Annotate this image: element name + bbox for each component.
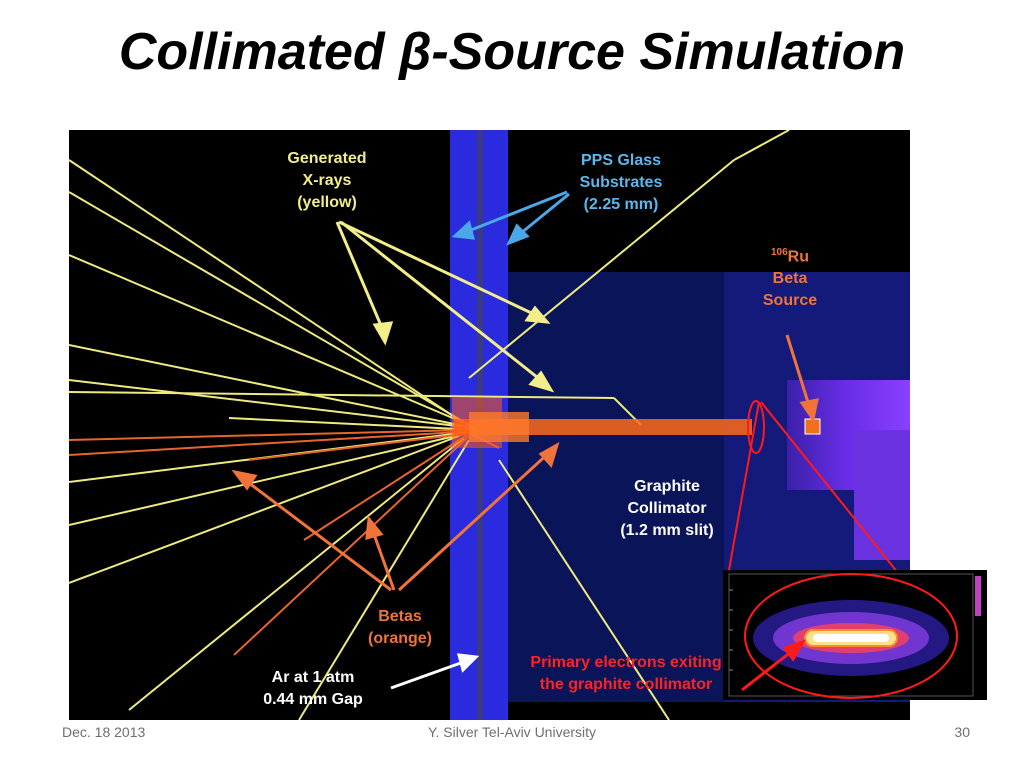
- pps-arrowhead: [506, 223, 530, 246]
- pps-glass-label: PPS Glass Substrates (2.25 mm): [579, 152, 663, 213]
- footer-date: Dec. 18 2013: [62, 724, 146, 740]
- xray-arrowhead: [372, 321, 394, 346]
- primary-electrons-label: Primary electrons exiting the graphite c…: [530, 654, 722, 693]
- ar-arrowhead: [456, 653, 480, 673]
- xray-track: [733, 130, 790, 161]
- source-arrowhead: [799, 398, 819, 423]
- xray-track: [69, 191, 465, 423]
- xray-track: [69, 433, 465, 526]
- xray-track: [69, 391, 615, 399]
- beta-track: [303, 434, 468, 541]
- zoom-annotation: [728, 400, 910, 589]
- beta-arrowhead: [231, 469, 258, 491]
- footer-page-number: 30: [954, 724, 970, 740]
- xray-arrowhead: [528, 370, 555, 393]
- xray-track: [69, 435, 460, 584]
- simulation-drawing: [69, 130, 910, 720]
- xray-arrow: [335, 221, 387, 336]
- inset-colorbar: [975, 576, 981, 616]
- beam-scatter-core: [469, 412, 529, 442]
- xray-track: [228, 417, 480, 431]
- xrays-label: Generated X-rays (yellow): [287, 150, 367, 211]
- beta-track: [69, 429, 465, 441]
- beta-tracks: [69, 429, 500, 656]
- xray-track: [69, 379, 475, 429]
- xray-arrowhead: [524, 305, 551, 324]
- xray-track: [69, 254, 470, 426]
- simulation-figure: Generated X-rays (yellow) PPS Glass Subs…: [69, 130, 910, 720]
- xray-track: [128, 437, 465, 711]
- zoom-source-ellipse: [747, 400, 765, 454]
- beta-arrowhead: [365, 515, 384, 541]
- xray-track: [69, 159, 460, 421]
- pps-arrow: [460, 190, 568, 236]
- zoom-connector: [760, 401, 910, 589]
- zoom-connector: [728, 401, 760, 571]
- inset-red-circle: [744, 573, 958, 699]
- inset-ticks: [729, 589, 733, 671]
- footer-author: Y. Silver Tel-Aviv University: [427, 724, 597, 740]
- beta-arrow: [397, 448, 554, 592]
- beam-core-center: [813, 634, 889, 642]
- pps-arrow: [514, 192, 570, 240]
- xray-track: [69, 344, 470, 428]
- ar-arrow-group: [390, 653, 480, 690]
- slide-title: Collimated β-Source Simulation: [118, 23, 906, 81]
- beta-track: [248, 433, 465, 461]
- beta-arrows: [231, 334, 819, 592]
- xray-track: [498, 459, 670, 720]
- ar-arrow: [390, 658, 470, 690]
- xray-track: [468, 159, 735, 379]
- betas-label: Betas (orange): [368, 608, 432, 647]
- ar-gap-label: Ar at 1 atm 0.44 mm Gap: [263, 669, 363, 708]
- ru-source-square: [804, 418, 821, 435]
- ru-source-label: 106Ru Beta Source: [762, 247, 818, 310]
- graphite-collimator-label: Graphite Collimator (1.2 mm slit): [620, 478, 714, 539]
- beta-track: [69, 431, 460, 456]
- beta-track: [233, 435, 470, 656]
- xray-arrows: [335, 220, 555, 393]
- source-arrow: [785, 334, 813, 413]
- beam-profile-plot: [728, 573, 981, 699]
- beta-arrowhead: [538, 441, 560, 468]
- pps-arrows: [451, 190, 570, 246]
- xray-track: [298, 439, 470, 720]
- beam-profile-inset: [723, 570, 987, 700]
- xray-arrow: [340, 220, 548, 387]
- beta-arrow: [240, 475, 392, 592]
- source-glow-lower: [854, 430, 910, 560]
- pps-arrowhead: [451, 220, 476, 240]
- xray-tracks: [69, 130, 790, 720]
- xray-arrow: [338, 220, 543, 320]
